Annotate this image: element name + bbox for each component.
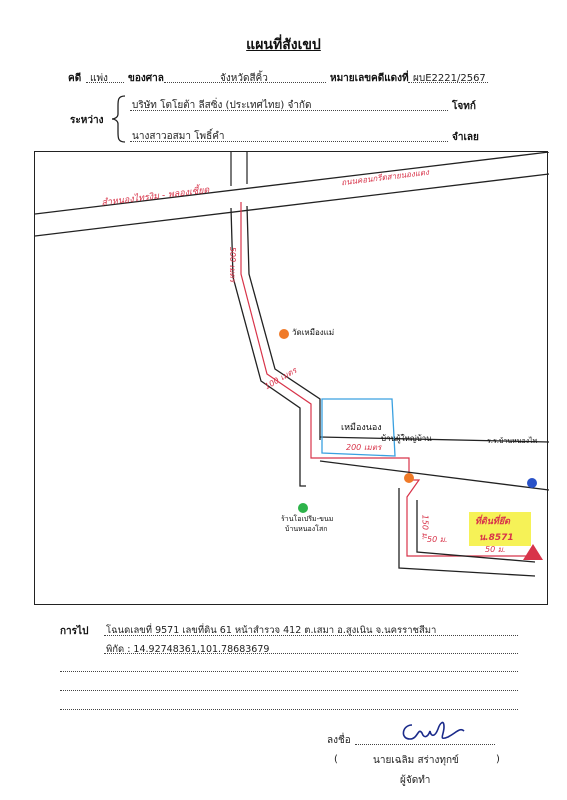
land-marker-icon [523,544,543,560]
lower-road-left [398,488,536,577]
dist-5-label: 50 ม. [427,535,448,544]
between-label: ระหว่าง [70,115,104,126]
case-label: คดี [68,73,82,84]
main-road-edge-bottom [35,173,549,237]
main-road-edge-top [35,152,549,215]
dist-3-label: 200 เมตร [346,443,382,452]
page-title: แผนที่สังเขป [246,37,321,53]
brace-icon [111,95,126,143]
paren-close: ) [496,754,500,765]
route-label: การไป [60,626,89,637]
black-no: ผบE2221/2567 [413,73,486,84]
case-type: แพ่ง [90,73,108,84]
ew-road-top [319,436,549,443]
paren-open: ( [334,754,338,765]
shop-label-1: ร้านโอเปรีม-ขนม [281,515,334,523]
plaintiff-role: โจทก์ [452,101,476,112]
map-drawing [35,152,549,577]
ew-road-bottom [319,460,549,491]
defendant-role: จำเลย [452,132,479,143]
land-label-1: ที่ดินที่ยึด [475,517,510,527]
temple-label: วัดเหมืองแม่ [292,328,335,337]
school-label: ร.ร.บ้านหนองไพ [487,437,538,445]
land-label-2: น.8571 [479,533,514,543]
defendant-name: นางสาวอสมา โพธิ์คำ [132,131,225,142]
village-head-label: บ้านผู้ใหญ่บ้าน [381,434,432,443]
school-marker-icon [527,478,537,488]
dist-1-label: 500 เมตร [228,246,238,283]
plaintiff-name: บริษัท โตโยต้า ลีสซิ่ง (ประเทศไทย) จำกัด [132,100,312,111]
signer-name: นายเฉลิม สร่างทุกข์ [373,755,459,766]
handwritten-signature [402,721,465,740]
shop-label-2: บ้านหนองโสก [285,525,328,533]
branch-road-left [230,207,306,487]
shop-marker-icon [298,503,308,513]
court-label: ของศาล [128,73,164,84]
dist-6-label: 50 ม. [485,545,506,554]
court-name: จังหวัดสีคิ้ว [220,73,268,84]
sketch-map: สำหนองไทรงิม - พลองเซี้ยด ถนนคอนกรีตสายน… [34,151,549,605]
route-line-2: พิกัด : 14.92748361,101.78683679 [106,644,270,655]
village-head-marker-icon [404,473,414,483]
branch-road-right [246,205,321,440]
pond-label: เหมืองนอง [341,423,382,433]
temple-marker-icon [279,329,289,339]
pond-shape [321,398,396,457]
sign-label: ลงชื่อ [327,735,351,746]
signer-role: ผู้จัดทำ [400,775,431,786]
land-highlight [469,512,531,546]
route-line-1: โฉนดเลขที่ 9571 เลขที่ดิน 61 หน้าสำรวจ 4… [106,625,437,636]
lower-road-right [416,500,536,563]
route-line [240,202,533,557]
black-no-label: หมายเลขคดีแดงที่ [330,73,409,84]
